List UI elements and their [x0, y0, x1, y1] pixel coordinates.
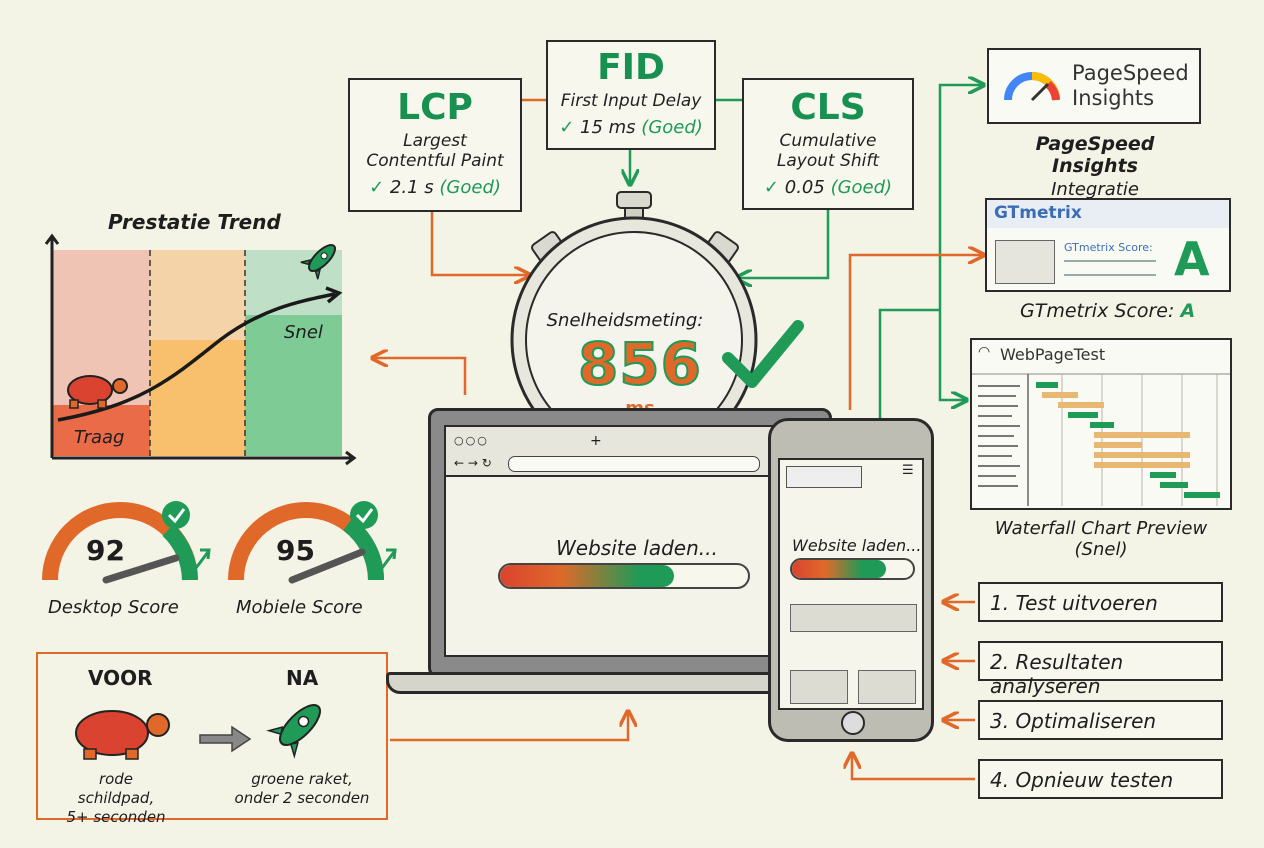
step-2: 2. Resultaten analyseren — [978, 641, 1223, 698]
cls-title: CLS — [790, 87, 866, 128]
phone-content-block — [790, 604, 917, 632]
pagespeed-logo-card — [987, 48, 1201, 124]
browser-nav-buttons[interactable]: ← → ↻ — [454, 456, 492, 470]
mobile-score-value: 95 — [276, 534, 315, 567]
fid-metric-card: FID First Input Delay ✓ 15 ms (Goed) — [546, 40, 716, 150]
after-title: NA — [286, 666, 319, 690]
gtmetrix-caption-text: GTmetrix Score: — [1020, 300, 1175, 322]
phone-progress-fill — [792, 560, 887, 578]
phone-loading-text: Website laden... — [792, 536, 922, 555]
menu-icon[interactable]: ☰ — [902, 463, 914, 478]
webpagetest-gauge-icon: ◠ — [978, 344, 991, 360]
phone-content-block — [790, 670, 848, 704]
step-3: 3. Optimaliseren — [978, 700, 1223, 740]
phone-screen — [778, 458, 924, 710]
trend-title: Prestatie Trend — [108, 210, 281, 234]
gtmetrix-caption: GTmetrix Score: A — [1020, 300, 1195, 322]
cls-value-row: ✓ 0.05 (Goed) — [744, 177, 912, 198]
phone-progress-bar — [790, 558, 915, 580]
pagespeed-gauge-icon — [1004, 72, 1060, 102]
browser-new-tab-button[interactable]: + — [590, 433, 602, 449]
check-icon: ✓ — [369, 177, 385, 199]
laptop-progress-bar — [498, 563, 750, 589]
stopwatch-label: Snelheidsmeting: — [546, 310, 704, 331]
trend-fast-label: Snel — [284, 322, 323, 343]
lcp-metric-card: LCP Largest Contentful Paint ✓ 2.1 s (Go… — [348, 78, 522, 212]
before-after-illustration — [75, 704, 321, 760]
browser-address-bar[interactable] — [508, 456, 760, 472]
mobile-gauge — [228, 501, 397, 584]
trend-chart — [44, 233, 357, 466]
trend-slow-label: Traag — [74, 427, 125, 448]
cls-subtitle: Cumulative Layout Shift — [776, 131, 880, 171]
gtmetrix-logo-text: GTmetrix — [994, 203, 1082, 223]
laptop-loading-text: Website laden... — [556, 536, 718, 560]
gtmetrix-header — [987, 200, 1229, 228]
desktop-score-value: 92 — [86, 534, 125, 567]
gtmetrix-caption-grade: A — [1180, 300, 1196, 322]
gtmetrix-score-label: GTmetrix Score: — [1064, 241, 1153, 254]
lcp-status: (Goed) — [439, 177, 501, 199]
fid-value: 15 ms — [580, 116, 636, 138]
lcp-title: LCP — [397, 87, 473, 128]
pagespeed-logo-text: PageSpeed Insights — [1072, 61, 1189, 111]
phone-content-block — [858, 670, 916, 704]
lcp-value: 2.1 s — [389, 177, 434, 199]
webpagetest-logo-text: WebPageTest — [1000, 345, 1106, 364]
desktop-gauge — [42, 501, 211, 584]
step-1: 1. Test uitvoeren — [978, 582, 1223, 622]
gtmetrix-thumbnail — [995, 240, 1055, 284]
fid-title: FID — [597, 47, 665, 88]
pagespeed-caption-sub: Integratie — [1051, 179, 1139, 200]
before-caption: rode schildpad, 5+ seconden — [66, 770, 166, 826]
before-after-panel — [36, 652, 388, 820]
desktop-score-label: Desktop Score — [48, 597, 179, 618]
before-title: VOOR — [88, 666, 153, 690]
fid-subtitle: First Input Delay — [560, 91, 702, 111]
phone-home-button[interactable] — [841, 711, 865, 735]
lcp-value-row: ✓ 2.1 s (Goed) — [350, 177, 520, 198]
big-check-icon — [722, 320, 804, 388]
cls-value: 0.05 — [784, 177, 825, 199]
pagespeed-caption-title: PageSpeed Insights — [1035, 133, 1155, 177]
cls-status: (Goed) — [830, 177, 893, 199]
laptop-progress-fill — [500, 565, 674, 587]
step-4: 4. Opnieuw testen — [978, 759, 1223, 799]
gtmetrix-grade: A — [1174, 232, 1210, 286]
gtmetrix-text-lines — [1064, 260, 1156, 276]
lcp-subtitle: Largest Contentful Paint — [366, 131, 504, 171]
stopwatch-reading: 856 ms — [565, 329, 715, 419]
phone-header-bar — [786, 466, 862, 488]
waterfall-chart — [972, 373, 1230, 506]
fid-value-row: ✓ 15 ms (Goed) — [548, 117, 714, 138]
fid-status: (Goed) — [641, 116, 703, 138]
pagespeed-caption: PageSpeed Insights Integratie — [990, 133, 1200, 200]
stopwatch-value: 856 — [577, 329, 703, 399]
check-icon: ✓ — [559, 116, 575, 138]
check-icon: ✓ — [763, 177, 780, 199]
cls-metric-card: CLS Cumulative Layout Shift ✓ 0.05 (Goed… — [742, 78, 914, 210]
after-caption: groene raket, onder 2 seconden — [234, 770, 370, 807]
browser-window-controls: ○○○ — [454, 434, 489, 447]
stopwatch-icon — [510, 191, 758, 420]
mobile-score-label: Mobiele Score — [236, 597, 363, 618]
webpagetest-caption: Waterfall Chart Preview (Snel) — [994, 518, 1208, 560]
